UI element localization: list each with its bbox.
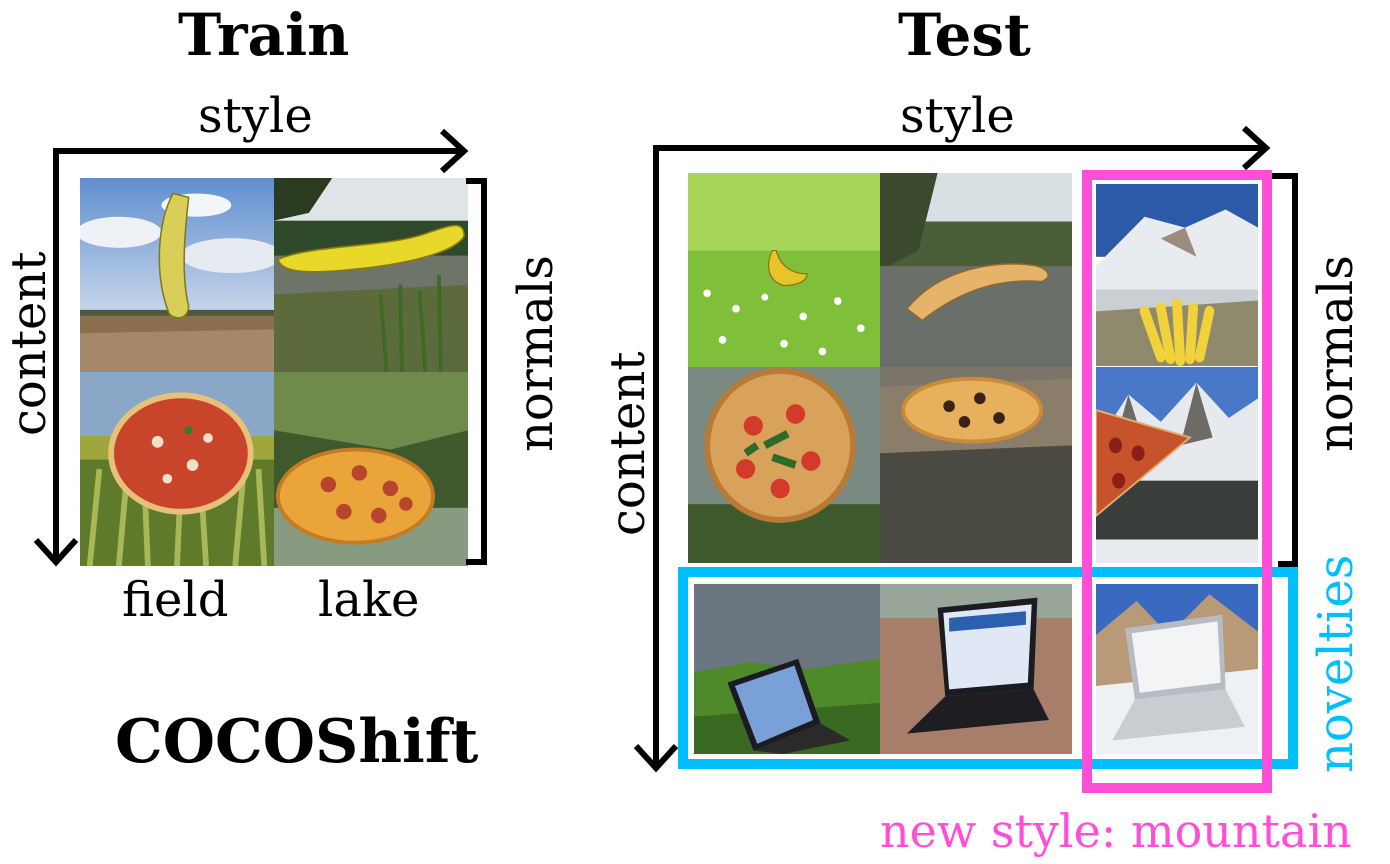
test-tile-laptop-mountain [1096, 584, 1258, 754]
test-tile-pizza-field [688, 367, 880, 563]
test-tile-pizza-lake [880, 367, 1072, 563]
test-tile-banana-lake [880, 173, 1072, 367]
new-style-label: new style: mountain [880, 804, 1352, 858]
train-tile-pizza-field [80, 372, 274, 566]
novelties-box [678, 567, 1298, 769]
test-style-axis-label: style [900, 88, 1015, 144]
test-tile-laptop-field [694, 584, 880, 754]
train-column-label-field: field [122, 572, 229, 628]
test-tile-pizza-mountain [1096, 367, 1258, 563]
test-tile-laptop-lake [880, 584, 1072, 754]
new-style-box [1082, 170, 1272, 793]
dataset-name: COCOShift [115, 707, 479, 777]
train-style-axis-label: style [198, 88, 313, 144]
test-title: Test [898, 1, 1031, 69]
train-column-label-lake: lake [318, 572, 420, 628]
test-tile-banana-mountain [1096, 184, 1258, 366]
train-tile-banana-field [80, 178, 274, 372]
test-axes [633, 125, 1298, 773]
train-tile-pizza-lake [274, 372, 468, 566]
train-title: Train [178, 1, 350, 69]
train-tile-banana-lake [274, 178, 468, 372]
test-tile-banana-field [688, 173, 880, 367]
train-axes [33, 128, 487, 567]
